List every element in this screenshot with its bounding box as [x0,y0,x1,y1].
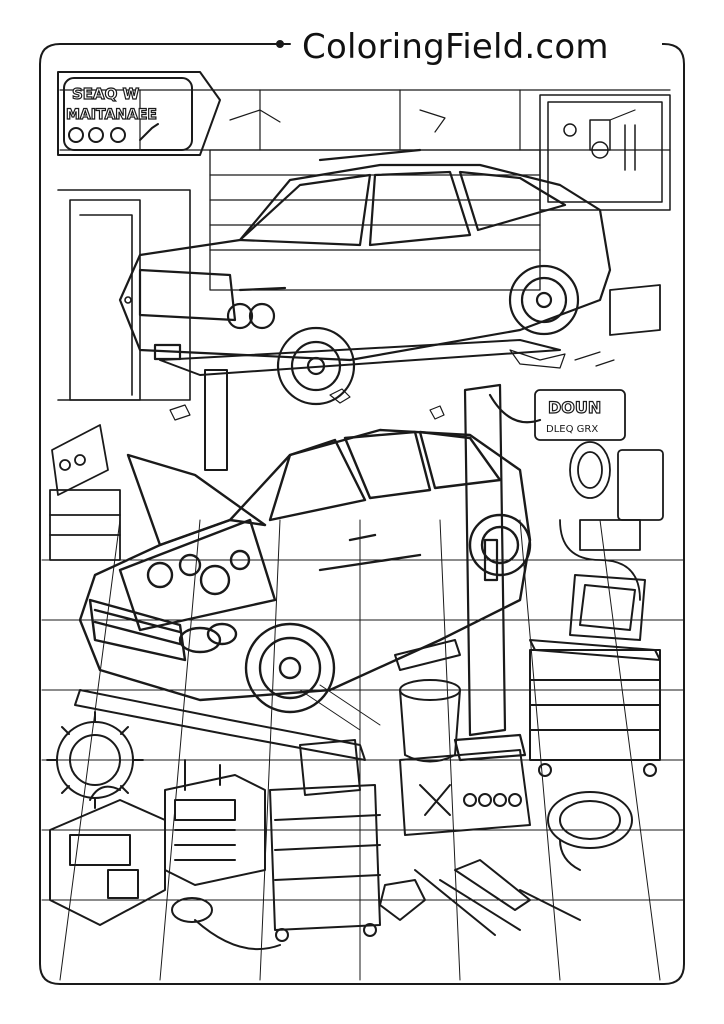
maintenance-sign [57,71,221,156]
paint-bucket [399,679,461,763]
floor-debris [169,349,615,421]
diagnostic-machine [164,759,266,886]
lower-lift-platform [74,639,461,761]
rolling-tool-cart [269,739,381,942]
tool-box [399,749,531,836]
battery-tester [49,785,166,926]
wall-panel-line-1: DOUN [548,398,601,417]
wall-panel-line-2: DLEQ GRX [546,424,598,435]
side-door [57,189,191,401]
wall-panel [534,389,626,441]
laptop-tool-cart [529,574,661,777]
sign-line-1: SEAQ W [72,85,140,103]
diagnostic-console [49,424,121,561]
site-title: ColoringField.com [296,22,662,72]
page-border [39,43,685,985]
upper-lift [159,339,561,471]
compressor [559,284,664,601]
sign-line-2: MAITANAEE [66,107,157,123]
sedan-open-hood [78,428,532,714]
garage-roller-door [209,149,541,291]
floor-tools [171,859,581,951]
floor-tiles [41,519,685,981]
lift-column [453,383,542,762]
tool-wall [539,94,671,211]
suv-on-lift [118,148,612,406]
gear-wheel [46,711,144,809]
coiled-hose [547,791,633,871]
